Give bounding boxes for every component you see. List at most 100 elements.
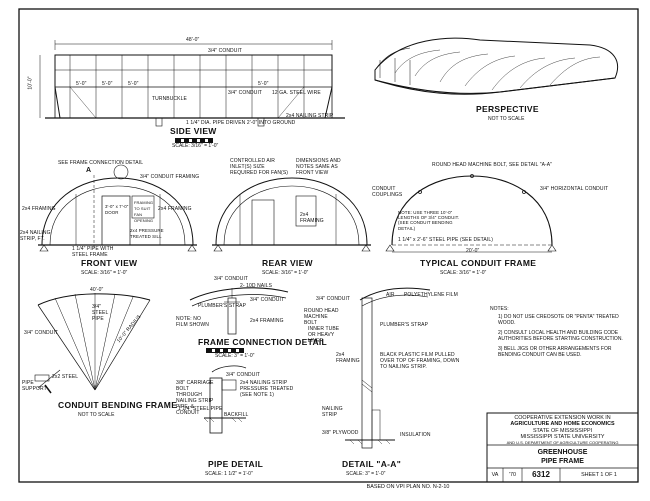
detail-framing-label: 2x4 FRAMING — [336, 352, 360, 364]
title-block-year: '70 — [508, 472, 517, 478]
pipe-conduit-label: 3/4" CONDUIT — [226, 372, 261, 378]
side-view-scale-bar — [175, 138, 213, 143]
front-nail-strip-label: 2x4 NAILING STRIP, FT. — [20, 230, 51, 242]
bending-frame-scale: NOT TO SCALE — [78, 412, 115, 418]
title-block-frame — [486, 412, 639, 483]
rear-inlet-label: CONTROLLED AIR INLET(S) SIZE REQUIRED FO… — [230, 158, 289, 176]
perspective-scale: NOT TO SCALE — [488, 116, 525, 122]
connection-detail-drawing — [189, 287, 289, 335]
connection-nails-label: 2- 10D NAILS — [240, 283, 273, 289]
side-conduit-mid-label: 3/4" CONDUIT — [228, 90, 263, 96]
typical-frame-title: TYPICAL CONDUIT FRAME — [420, 258, 537, 268]
connection-scale-bar — [206, 348, 244, 353]
perspective-drawing — [374, 37, 619, 95]
detail-plywood-label: 3/8" PLYWOOD — [322, 430, 359, 436]
title-block-line5: AND U.S. DEPARTMENT OF AGRICULTURE COOPE… — [506, 440, 619, 445]
front-view-drawing — [38, 164, 197, 252]
detail-tube-label: INNER TUBE OR HEAVY LINER — [308, 326, 340, 344]
title-block-line1: COOPERATIVE EXTENSION WORK IN — [514, 415, 611, 421]
front-view-title: FRONT VIEW — [81, 258, 138, 268]
connection-framing-label: 2x4 FRAMING — [250, 318, 284, 324]
typical-horizontal-label: 3/4" HORIZONTAL CONDUIT — [540, 186, 609, 192]
detail-conduit-label: 3/4" CONDUIT — [316, 296, 351, 302]
detail-a-a-title: DETAIL "A-A" — [342, 459, 402, 469]
typical-frame-scale: SCALE: 3/16" = 1'-0" — [440, 270, 487, 276]
side-conduit-top-label: 3/4" CONDUIT — [208, 48, 243, 54]
pipe-detail-title: PIPE DETAIL — [208, 459, 264, 469]
side-spacing-label-3: 5'-0" — [128, 81, 139, 87]
front-framing-right-label: 2x4 FRAMING — [158, 206, 192, 212]
side-turnbuckle-label: TURNBUCKLE — [152, 96, 187, 102]
title-block-line2: AGRICULTURE AND HOME ECONOMICS — [510, 421, 615, 427]
connection-conduit-label: 3/4" CONDUIT — [250, 297, 285, 303]
front-opening-label: FRAMING TO SUIT FAN OPENING — [134, 200, 154, 223]
rear-framing-label: 2x4 FRAMING — [300, 212, 324, 224]
note-1: 1) DO NOT USE CREOSOTE OR "PENTA" TREATE… — [498, 314, 619, 327]
front-view-scale: SCALE: 3/16" = 1'-0" — [81, 270, 128, 276]
connection-conduit-top-label: 3/4" CONDUIT — [214, 276, 249, 282]
side-overall-dimension: 48'-0" — [186, 37, 200, 43]
side-view-drawing — [39, 40, 345, 127]
bending-steel-label: 3/4" STEEL PIPE — [92, 304, 109, 322]
connection-detail-title: FRAME CONNECTION DETAIL — [198, 337, 328, 347]
title-block-project: GREENHOUSE — [537, 449, 588, 456]
detail-nailing-label: NAILING STRIP — [322, 406, 343, 418]
note-2: 2) CONSULT LOCAL HEALTH AND BUILDING COD… — [498, 330, 623, 343]
side-view-scale: SCALE: 3/16" = 1'-0" — [172, 143, 219, 149]
rear-view-drawing — [212, 177, 371, 252]
detail-bolt-label: ROUND HEAD MACHINE BOLT — [304, 308, 339, 326]
title-block-subject: PIPE FRAME — [541, 458, 584, 465]
typical-frame-drawing — [385, 174, 557, 253]
side-height-label: 10'-0" — [27, 76, 34, 90]
pipe-backfill-label: BACKFILL — [224, 412, 249, 418]
pipe-detail-drawing — [203, 365, 247, 434]
detail-strap-label: PLUMBER'S STRAP — [380, 322, 429, 328]
typical-note-label: NOTE: USE THREE 10'-0" LENGTHS OF 3/4" C… — [398, 210, 460, 231]
bending-frame-title: CONDUIT BENDING FRAME — [58, 400, 178, 410]
front-sill-label: 2x4 PRESSURE TREATED SILL — [130, 228, 164, 239]
detail-air-label: AIR — [386, 292, 395, 298]
bending-steel2-label: 2x2 STEEL — [52, 374, 79, 380]
front-conduit-label: 3/4" CONDUIT FRAMING — [140, 174, 200, 180]
detail-film-label: POLYETHYLENE FILM — [404, 292, 458, 298]
front-framing-left-label: 2x4 FRAMING — [22, 206, 56, 212]
side-spacing-label-2: 5'-0" — [102, 81, 113, 87]
note-3: 3) BELL JIGS OR OTHER ARRANGEMENTS FOR B… — [498, 346, 612, 359]
perspective-title: PERSPECTIVE — [476, 104, 539, 114]
typical-couplings-label: CONDUIT COUPLINGS — [372, 186, 403, 198]
detail-a-a-scale: SCALE: 3" = 1'-0" — [346, 471, 386, 477]
connection-detail-scale: SCALE: 3" = 1'-0" — [215, 353, 255, 359]
pipe-pipe-label: 1 1/4" STEEL PIPE — [178, 406, 223, 412]
detail-a-a-drawing — [345, 287, 431, 449]
sheet-border — [18, 8, 639, 483]
title-block-plan-no: 6312 — [532, 470, 550, 479]
rear-view-scale: SCALE: 3/16" = 1'-0" — [262, 270, 309, 276]
typical-span-label: 20'-0" — [466, 248, 480, 254]
side-nailing-label: 2x4 NAILING STRIP — [286, 113, 334, 119]
title-block-line3: STATE OF MISSISSIPPI — [532, 428, 593, 434]
side-view-title: SIDE VIEW — [170, 126, 217, 136]
side-pipe-label: 1 1/4" DIA. PIPE DRIVEN 2'-0" INTO GROUN… — [186, 120, 296, 126]
typical-bolt-label: ROUND HEAD MACHINE BOLT, SEE DETAIL "A-A… — [432, 162, 553, 168]
side-spacing-label-4: 5'-0" — [258, 81, 269, 87]
rear-view-title: REAR VIEW — [262, 258, 313, 268]
title-block-sheet: SHEET 1 OF 1 — [581, 472, 617, 478]
title-block-state: VA — [491, 472, 499, 478]
pipe-bolt-label: 3/8" CARRIAGE BOLT THROUGH NAILING STRIP… — [176, 380, 214, 416]
front-pipe-label: 1 1/4" PIPE WITH STEEL FRAME — [72, 246, 114, 258]
title-block-based-on: BASED ON VPI PLAN NO. N-2-10 — [366, 484, 450, 490]
detail-insulation-label: INSULATION — [400, 432, 431, 438]
bending-width-label: 40'-0" — [90, 287, 104, 293]
bending-support-label: PIPE SUPPORT — [22, 380, 47, 392]
bending-frame-drawing — [34, 293, 151, 394]
front-door-label: 3'-0" x 7'-0" DOOR — [105, 204, 129, 215]
rear-dims-label: DIMENSIONS AND NOTES SAME AS FRONT VIEW — [296, 158, 341, 176]
side-wire-label: 12 GA. STEEL WIRE — [272, 90, 321, 96]
front-a-mark: A — [86, 167, 92, 174]
side-spacing-label: 5'-0" — [76, 81, 87, 87]
notes-heading: NOTES: — [490, 306, 509, 312]
front-see-detail-label: SEE FRAME CONNECTION DETAIL — [58, 160, 144, 166]
bending-conduit-label: 3/4" CONDUIT — [24, 330, 59, 336]
typical-pipe-label: 1 1/4" x 2'-6" STEEL PIPE (SEE DETAIL) — [398, 237, 494, 243]
